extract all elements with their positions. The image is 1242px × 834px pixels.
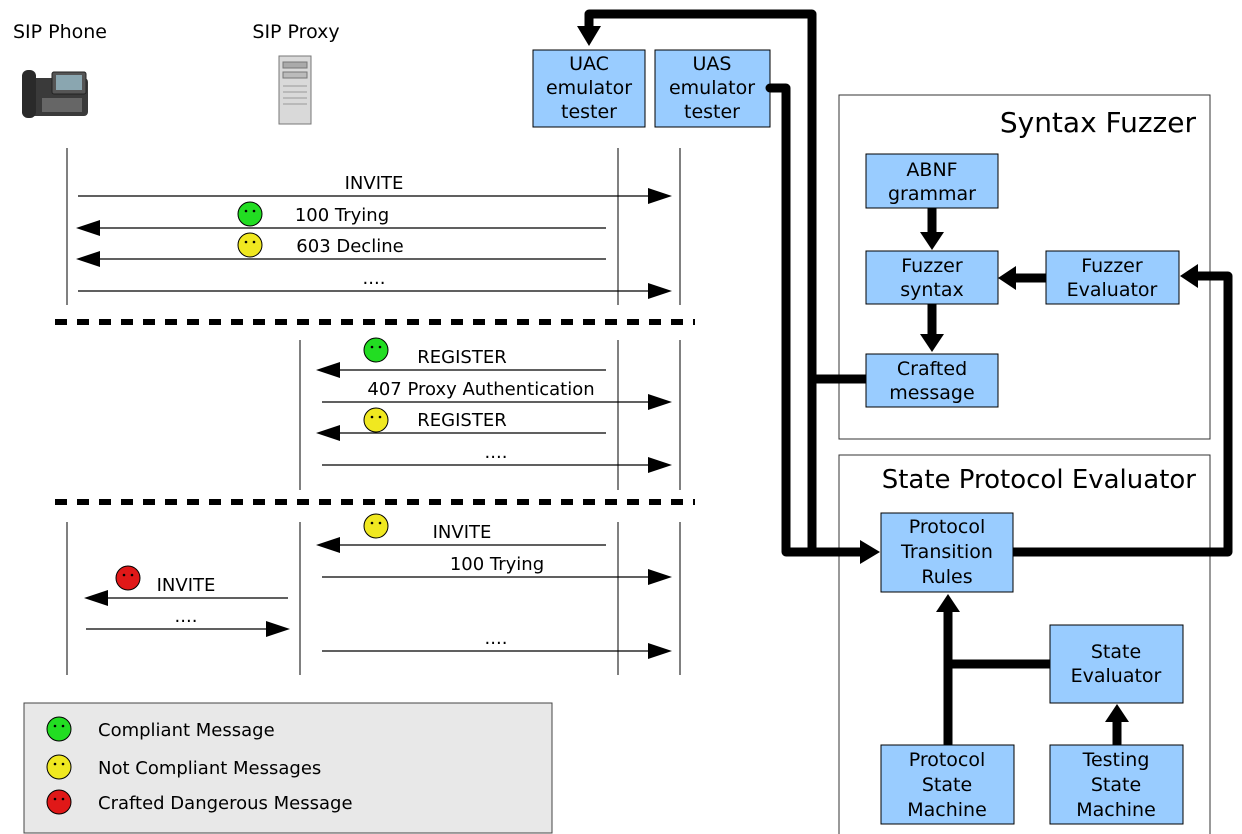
message-label: ....	[485, 442, 508, 463]
svg-text:Crafted: Crafted	[897, 358, 967, 380]
svg-text:Machine: Machine	[1076, 799, 1156, 821]
svg-text:Machine: Machine	[907, 799, 987, 821]
thick-connectors	[577, 9, 1233, 749]
svg-text:ABNF: ABNF	[906, 159, 957, 181]
message-label: INVITE	[345, 173, 404, 194]
message-label: 100 Trying	[450, 554, 544, 575]
svg-text:Rules: Rules	[921, 566, 972, 588]
svg-text:UAC: UAC	[569, 53, 609, 75]
dangerous-smiley-icon	[46, 789, 72, 815]
sip-proxy-server-icon	[278, 55, 312, 125]
message-label: ....	[485, 628, 508, 649]
testing-state-machine-box: Testing State Machine	[1049, 744, 1184, 825]
crafted-message-box: Crafted message	[865, 353, 999, 408]
sip-phone-label: SIP Phone	[13, 21, 107, 43]
svg-text:syntax: syntax	[900, 279, 964, 301]
message-label: REGISTER	[417, 410, 506, 431]
svg-text:Evaluator: Evaluator	[1067, 279, 1158, 301]
not-compliant-smiley-icon	[46, 754, 72, 780]
protocol-state-machine-box: Protocol State Machine	[880, 744, 1015, 825]
svg-text:Fuzzer: Fuzzer	[901, 255, 963, 277]
svg-text:tester: tester	[561, 101, 617, 123]
sip-phone-icon	[22, 70, 88, 118]
svg-text:Transition: Transition	[900, 541, 993, 563]
not-compliant-smiley-icon	[363, 407, 389, 433]
sequence-3: INVITE 100 Trying INVITE .... ....	[84, 513, 672, 659]
svg-text:Fuzzer: Fuzzer	[1081, 255, 1143, 277]
sequence-2: REGISTER 407 Proxy Authentication REGIST…	[316, 337, 672, 473]
svg-text:Protocol: Protocol	[909, 516, 986, 538]
svg-text:Testing: Testing	[1082, 749, 1150, 771]
legend-compliant-label: Compliant Message	[98, 720, 275, 741]
sequence-1: INVITE 100 Trying 603 Decline ....	[76, 173, 672, 299]
svg-text:UAS: UAS	[693, 53, 732, 75]
svg-text:tester: tester	[684, 101, 740, 123]
state-evaluator-box: State Evaluator	[1049, 624, 1184, 704]
svg-text:State: State	[922, 774, 972, 796]
legend-not-compliant-label: Not Compliant Messages	[98, 758, 321, 779]
lifelines	[66, 148, 681, 675]
svg-text:emulator: emulator	[669, 77, 755, 99]
dangerous-smiley-icon	[115, 565, 141, 591]
svg-text:emulator: emulator	[546, 77, 632, 99]
state-protocol-evaluator-title: State Protocol Evaluator	[882, 465, 1197, 495]
compliant-smiley-icon	[363, 337, 389, 363]
svg-text:Protocol: Protocol	[909, 749, 986, 771]
uas-emulator-tester-box: UAS emulator tester	[654, 49, 771, 128]
message-label: 407 Proxy Authentication	[367, 379, 594, 400]
abnf-grammar-box: ABNF grammar	[865, 153, 999, 209]
not-compliant-smiley-icon	[237, 232, 263, 258]
message-label: 603 Decline	[296, 236, 403, 257]
message-label: ....	[175, 606, 198, 627]
fuzzer-evaluator-box: Fuzzer Evaluator	[1045, 250, 1180, 305]
fuzzer-syntax-box: Fuzzer syntax	[865, 250, 999, 305]
message-label: ....	[363, 268, 386, 289]
syntax-fuzzer-title: Syntax Fuzzer	[1000, 106, 1197, 139]
legend-dangerous-label: Crafted Dangerous Message	[98, 793, 353, 814]
legend: Compliant Message Not Compliant Messages…	[23, 702, 553, 834]
compliant-smiley-icon	[46, 716, 72, 742]
message-label: 100 Trying	[295, 205, 389, 226]
svg-text:State: State	[1091, 641, 1141, 663]
message-label: INVITE	[433, 522, 492, 543]
sip-proxy-label: SIP Proxy	[252, 21, 339, 43]
svg-text:message: message	[889, 382, 974, 404]
compliant-smiley-icon	[237, 201, 263, 227]
svg-text:State: State	[1091, 774, 1141, 796]
uac-emulator-tester-box: UAC emulator tester	[532, 49, 646, 128]
message-label: INVITE	[157, 575, 216, 596]
svg-text:grammar: grammar	[888, 183, 976, 205]
not-compliant-smiley-icon	[363, 513, 389, 539]
message-label: REGISTER	[417, 347, 506, 368]
protocol-transition-rules-box: Protocol Transition Rules	[880, 512, 1014, 593]
svg-text:Evaluator: Evaluator	[1071, 665, 1162, 687]
